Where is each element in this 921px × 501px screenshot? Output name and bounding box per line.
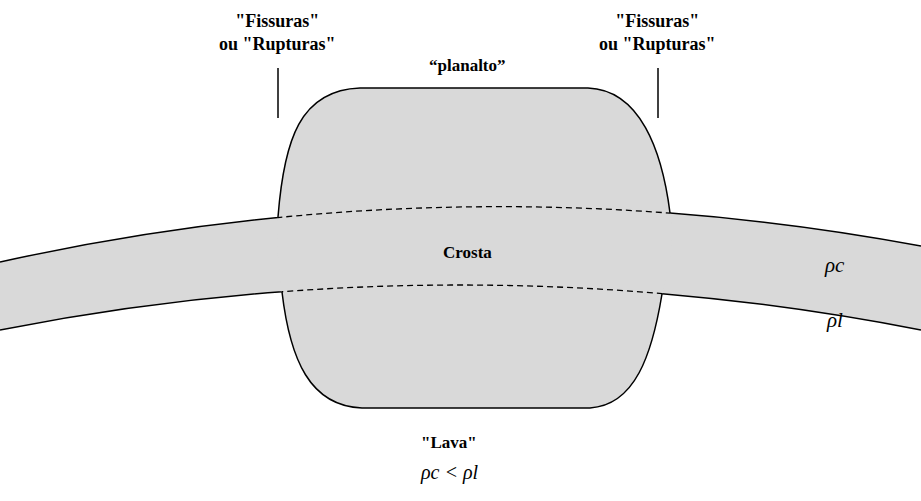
- plateau-top-edge: [278, 88, 670, 217]
- root-bottom-edge: [282, 292, 662, 408]
- fissure-label: "Fissuras" ou "Rupturas": [599, 10, 718, 57]
- plateau-label: “planalto”: [429, 56, 506, 76]
- crust-dashed-bottom: [282, 285, 662, 330]
- density-symbol: ρl: [827, 308, 843, 333]
- crust-label: Crosta: [443, 243, 492, 263]
- fissure-tick: [657, 68, 659, 118]
- fissure-label: "Fissuras" ou "Rupturas": [219, 10, 338, 57]
- plateau-bulge: [277, 88, 671, 408]
- density-symbol: ρc: [825, 253, 844, 278]
- density-relation: ρc < ρl: [421, 460, 478, 484]
- lava-label: "Lava": [421, 433, 477, 453]
- fissure-tick: [277, 68, 279, 118]
